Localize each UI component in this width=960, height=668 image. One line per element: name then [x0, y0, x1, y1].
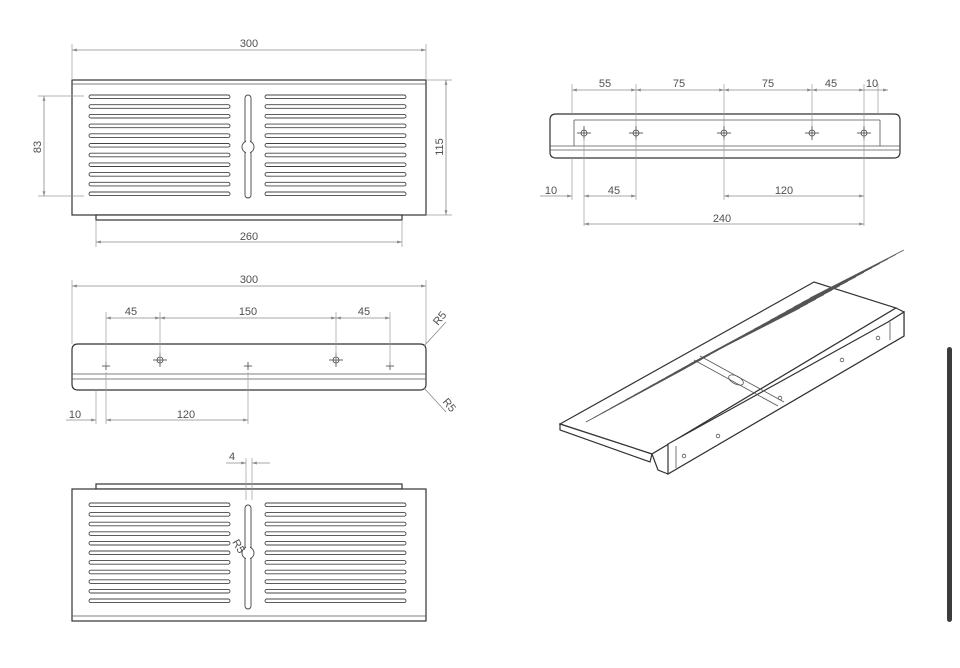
slot [264, 172, 407, 177]
center-slot-fill [246, 507, 250, 607]
slot [264, 104, 407, 109]
iso-front-lip [559, 423, 653, 463]
slot [88, 152, 231, 158]
top-view-center-slot [241, 94, 255, 199]
side-view-holes [577, 126, 871, 140]
slot [88, 94, 231, 100]
slot [264, 598, 407, 604]
iso-hole [715, 433, 721, 439]
isometric-view [558, 249, 905, 476]
front-view-dim-b10: 10 [69, 409, 81, 421]
slot [264, 162, 407, 167]
iso-bracket-holes [681, 335, 881, 459]
slot [88, 540, 231, 546]
bottom-view-back-flange [95, 483, 403, 490]
bottom-view-slots-right [264, 502, 407, 604]
slot [264, 512, 407, 517]
slot [264, 521, 407, 527]
slot [88, 181, 231, 187]
slot [264, 152, 407, 158]
slot [88, 569, 231, 575]
slot [88, 502, 231, 508]
top-view-back-flange [95, 214, 403, 221]
slot [88, 133, 231, 138]
iso-slots [585, 249, 904, 423]
top-view-slots-left [88, 94, 231, 197]
side-view: 55 75 75 45 10 10 45 120 240 [540, 78, 901, 226]
top-view-dim-depth: 115 [434, 138, 446, 156]
slot [264, 540, 407, 546]
slot [88, 104, 231, 109]
front-view-dim-b120: 120 [177, 409, 195, 421]
slot [264, 123, 407, 129]
slot [88, 579, 231, 584]
side-view-dim-75a: 75 [673, 78, 685, 90]
slot [264, 143, 407, 148]
front-view-radius-top: R5 [431, 309, 449, 327]
slot [264, 502, 407, 508]
side-view-dim-10: 10 [866, 78, 878, 90]
side-view-dim-b120: 120 [775, 185, 793, 197]
slot [264, 94, 407, 100]
side-view-dim-75b: 75 [762, 78, 774, 90]
front-view-profile [71, 343, 427, 391]
slot [88, 588, 231, 594]
slot [264, 531, 407, 536]
iso-slot [809, 249, 904, 299]
front-view: 300 45 150 45 R5 R5 10 120 [66, 274, 458, 424]
slot [88, 123, 231, 129]
slot [88, 550, 231, 556]
slot [88, 113, 231, 119]
slot [264, 569, 407, 575]
slot [88, 531, 231, 536]
top-view: 300 83 115 260 [32, 38, 452, 247]
front-view-radius-bottom: R5 [440, 396, 458, 414]
slot [264, 113, 407, 119]
slot [88, 598, 231, 604]
slot [264, 560, 407, 565]
vertical-scrollbar[interactable] [947, 347, 952, 622]
iso-hole [875, 335, 881, 341]
slot [88, 191, 231, 197]
top-view-dim-width: 300 [240, 38, 258, 50]
slot [88, 560, 231, 565]
front-view-dim-45a: 45 [125, 306, 137, 318]
bottom-view: 4 R5 [71, 451, 427, 622]
side-view-dim-b10: 10 [545, 185, 557, 197]
top-view-dim-slot-height: 83 [32, 141, 44, 153]
front-view-dim-150: 150 [239, 306, 257, 318]
iso-center-divider [693, 355, 785, 407]
slot [264, 133, 407, 138]
side-view-dim-45: 45 [825, 78, 837, 90]
bottom-view-dim-slot-width: 4 [229, 451, 235, 463]
slot [88, 162, 231, 167]
iso-back-bracket [667, 310, 905, 476]
slot [264, 579, 407, 584]
bottom-view-center-slot [241, 504, 255, 610]
slot [264, 191, 407, 197]
iso-hole [681, 453, 687, 459]
slot [264, 550, 407, 556]
slot [88, 143, 231, 148]
front-view-dim-width: 300 [240, 274, 258, 286]
iso-hole [839, 357, 845, 363]
bottom-view-slots-left [88, 502, 231, 604]
top-view-dim-back-width: 260 [240, 231, 258, 243]
center-slot-fill [246, 97, 250, 196]
slot [264, 588, 407, 594]
slot [88, 521, 231, 527]
side-view-dim-b240: 240 [713, 213, 731, 225]
front-view-dim-45b: 45 [358, 306, 370, 318]
slot [88, 172, 231, 177]
slot [88, 512, 231, 517]
slot [264, 181, 407, 187]
top-view-slots-right [264, 94, 407, 197]
side-view-dim-55: 55 [599, 78, 611, 90]
side-view-dim-b45: 45 [608, 185, 620, 197]
